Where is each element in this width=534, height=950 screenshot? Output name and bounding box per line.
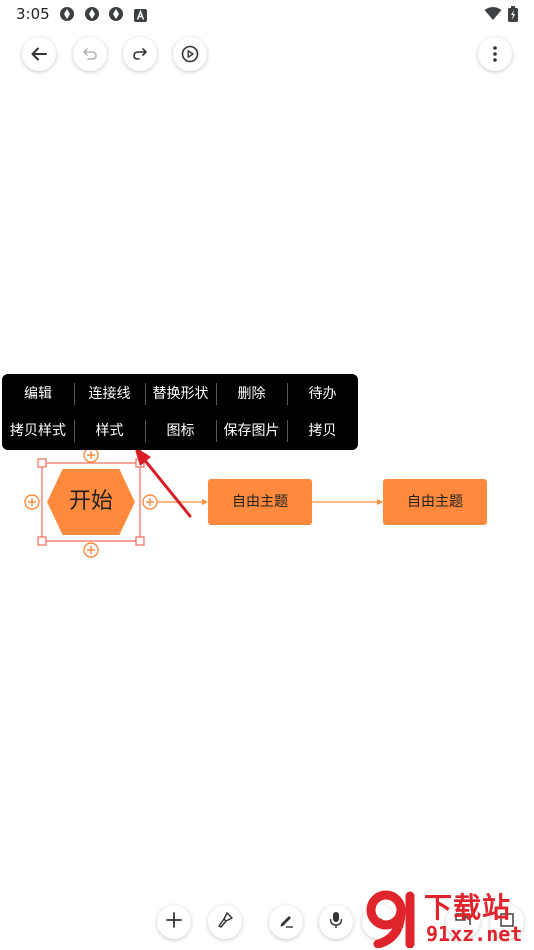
pen-icon: [277, 911, 295, 933]
add-topic-button[interactable]: [157, 905, 191, 939]
pen-button[interactable]: [269, 905, 303, 939]
menu-separator: [216, 420, 217, 442]
central-topic-label[interactable]: 开始: [68, 489, 113, 514]
battery-charging-icon: [508, 6, 524, 22]
menu-item-copy-style[interactable]: 拷贝样式: [10, 423, 66, 439]
menu-item-delete[interactable]: 删除: [237, 386, 266, 402]
plus-icon: [165, 911, 183, 933]
menu-separator: [216, 383, 217, 405]
watermark-logo-icon: [366, 890, 415, 948]
selection-frame: [41, 462, 141, 542]
menu-item-save-image[interactable]: 保存图片: [223, 423, 280, 439]
voice-input-button[interactable]: [319, 905, 353, 939]
central-topic-shape: [44, 467, 138, 537]
resize-handle: [37, 536, 47, 546]
add-topic-bottom-icon: [83, 542, 99, 558]
menu-separator: [287, 383, 288, 405]
floating-topic-1[interactable]: 自由主题: [208, 479, 312, 525]
menu-separator: [74, 383, 75, 405]
site-watermark: 下载站 91xz.net: [364, 884, 534, 950]
arrow-left-icon: [30, 45, 48, 63]
a-square-icon: [134, 7, 150, 23]
watermark-domain: 91xz.net: [426, 922, 523, 946]
layout-icon: [454, 911, 472, 933]
wifi-icon: [484, 6, 502, 22]
play-circle-icon: [181, 45, 199, 63]
undo-button[interactable]: [73, 37, 107, 71]
insert-button[interactable]: [490, 905, 524, 939]
undo-icon: [82, 46, 98, 62]
menu-item-icon[interactable]: 图标: [166, 423, 195, 439]
redo-button[interactable]: [123, 37, 157, 71]
menu-item-style[interactable]: 样式: [95, 423, 124, 439]
add-topic-left-icon: [24, 494, 40, 510]
more-vertical-icon: [492, 45, 498, 63]
status-time: 3:05: [16, 5, 50, 23]
layout-button[interactable]: [446, 905, 480, 939]
format-brush-button[interactable]: [208, 905, 242, 939]
app-notification-icon: [84, 6, 100, 22]
menu-separator: [287, 420, 288, 442]
resize-handle: [135, 536, 145, 546]
back-button[interactable]: [22, 37, 56, 71]
menu-separator: [74, 420, 75, 442]
insert-icon: [498, 911, 516, 933]
add-topic-right-icon: [142, 494, 158, 510]
add-topic-top-icon: [83, 447, 99, 463]
connector-arrow: [377, 499, 383, 505]
watermark-title: 下载站: [424, 891, 512, 924]
menu-separator: [145, 383, 146, 405]
menu-item-copy[interactable]: 拷贝: [308, 423, 337, 439]
microphone-icon: [328, 911, 344, 933]
annotation-arrow-head: [134, 446, 151, 466]
presentation-button[interactable]: [173, 37, 207, 71]
more-options-button[interactable]: [478, 37, 512, 71]
connector-arrow: [202, 499, 208, 505]
annotation-arrow: [141, 456, 192, 518]
resize-handle: [37, 458, 47, 468]
menu-item-connector[interactable]: 连接线: [88, 386, 131, 402]
menu-separator: [145, 420, 146, 442]
menu-item-edit[interactable]: 编辑: [24, 386, 52, 402]
brush-icon: [216, 911, 234, 933]
context-menu: 编辑 连接线 替换形状 删除 待办 拷贝样式 样式 图标 保存图片 拷贝: [2, 374, 358, 450]
floating-topic-2[interactable]: 自由主题: [383, 479, 487, 525]
app-notification-icon: [59, 6, 75, 22]
menu-item-todo[interactable]: 待办: [308, 386, 337, 402]
status-bar: 3:05: [0, 0, 534, 28]
redo-icon: [132, 46, 148, 62]
menu-item-replace-shape[interactable]: 替换形状: [152, 386, 209, 402]
app-notification-icon: [108, 6, 124, 22]
